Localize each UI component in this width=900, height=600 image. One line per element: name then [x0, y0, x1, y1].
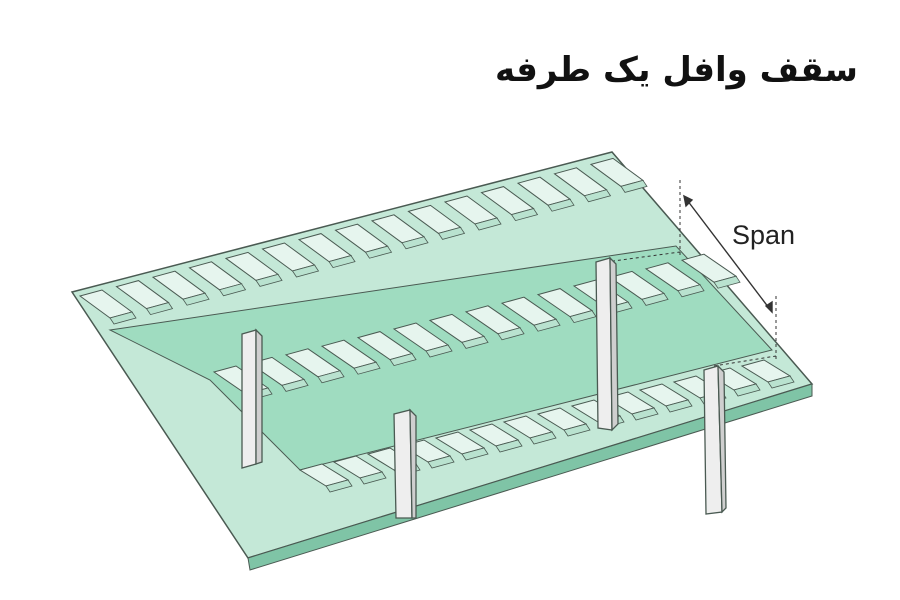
rib-shadow	[474, 217, 502, 231]
rib-shadow	[713, 275, 741, 289]
rib-shadow	[733, 383, 761, 397]
rib-shadow	[353, 361, 381, 375]
rib-shadow	[677, 284, 705, 298]
column-front-center	[393, 408, 417, 519]
rib-shadow	[533, 318, 561, 332]
rib-shadow	[767, 375, 795, 389]
slab-front-edge	[247, 383, 813, 571]
rib-shadow	[461, 447, 489, 461]
span-dimension-arrow	[683, 194, 773, 314]
rib-shadow	[510, 208, 539, 222]
rib-shadow	[389, 353, 417, 367]
span-label: Span	[732, 220, 795, 250]
rib-shadow	[620, 179, 648, 193]
page-title: سقف وافل یک طرفه	[495, 50, 858, 90]
rib-shadow	[547, 198, 575, 212]
rib-shadow	[281, 378, 309, 392]
rib-shadow	[359, 471, 387, 485]
rib-shadow	[364, 245, 393, 259]
rib-shadow	[497, 327, 525, 341]
rib-shadow	[437, 226, 466, 240]
rib-shadow	[583, 189, 612, 203]
span-guide-lines	[605, 180, 777, 367]
rib-shadow	[218, 283, 247, 297]
column-center-right	[595, 256, 619, 432]
rib-shadow	[325, 479, 353, 493]
rib-shadow	[563, 423, 591, 437]
rib-shadow	[255, 273, 283, 287]
column-front-right	[703, 364, 727, 515]
rib-shadow	[461, 335, 489, 349]
rib-shadow	[569, 310, 597, 324]
rib-shadow	[145, 302, 174, 316]
rib-shadow	[291, 264, 320, 278]
rib-shadow	[631, 407, 659, 421]
rib-shadow	[109, 311, 137, 325]
rib-shadow	[425, 344, 453, 358]
rib-shadow	[182, 292, 210, 306]
rib-shadow	[529, 431, 557, 445]
rib-shadow	[328, 255, 356, 269]
rib-shadow	[495, 439, 523, 453]
rib-shadow	[317, 370, 345, 384]
rib-shadow	[401, 236, 429, 250]
rib-shadow	[427, 455, 455, 469]
ribs-back-row	[78, 157, 648, 325]
rib-shadow	[665, 399, 693, 413]
column-left	[241, 328, 263, 469]
rib-shadow	[641, 292, 669, 306]
